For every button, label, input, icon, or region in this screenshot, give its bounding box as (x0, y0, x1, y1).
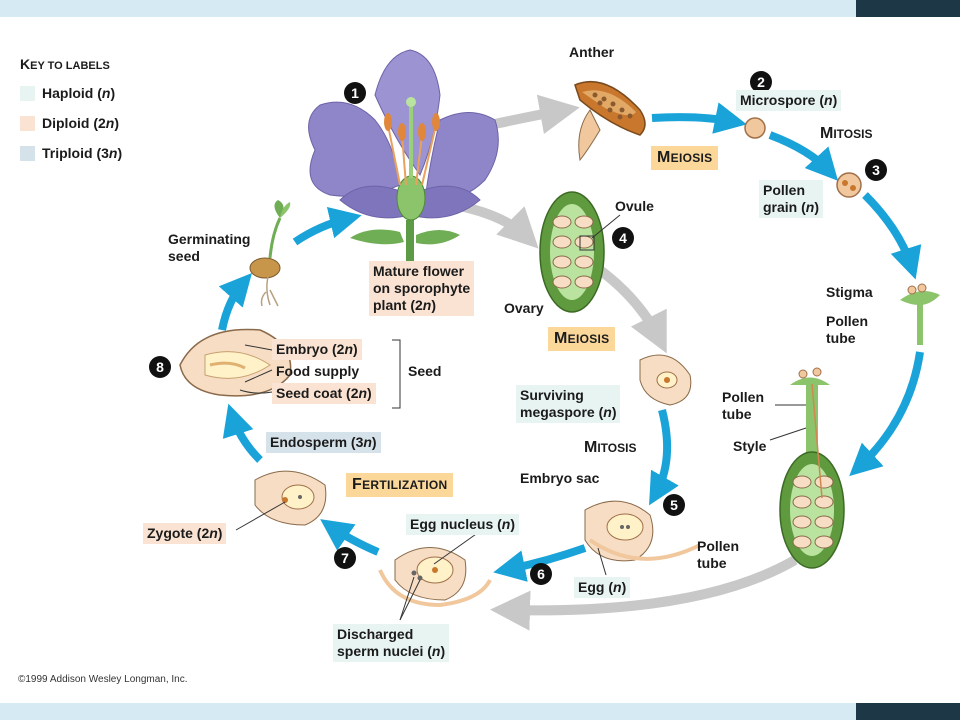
anther-to-microspore-arrow (651, 102, 747, 134)
seed-drawing (179, 328, 292, 397)
mitosis-stage-label-mid: MITOSIS (584, 439, 637, 456)
microspore-drawing (744, 117, 766, 139)
ovule-to-megaspore-arrow (596, 266, 667, 354)
stigma-label: Stigma (826, 284, 873, 300)
anther-drawing (574, 80, 646, 162)
flower-drawing (308, 49, 499, 262)
style-label: Style (733, 438, 767, 454)
zygote-label: Zygote (2n) (143, 523, 227, 544)
pollination-return-arrow (490, 555, 798, 631)
copyright-notice: ©1999 Addison Wesley Longman, Inc. (18, 674, 188, 685)
pollen-to-stigma-arrow (862, 192, 922, 280)
step-3-marker: 3 (865, 159, 887, 181)
anther-label: Anther (569, 44, 615, 60)
germinating-seed-drawing (249, 200, 291, 307)
step-1-marker: 1 (344, 82, 366, 104)
triploid-swatch (20, 146, 35, 161)
mitosis-stage-label-top: MITOSIS (820, 125, 873, 142)
step-2-marker: 2 (750, 71, 772, 93)
egg-label: Egg (n) (574, 577, 631, 598)
seed-label: Seed (408, 363, 442, 379)
top-banner (0, 0, 960, 17)
meiosis-stage-label-mid: MEIOSIS (548, 327, 616, 351)
seed-coat-label: Seed coat (2n) (272, 383, 376, 404)
egg-drawing (378, 547, 492, 608)
key-title: KEY TO LABELS (20, 56, 110, 72)
stigma-drawing (900, 283, 940, 345)
bottom-banner (0, 703, 960, 720)
step-7-marker: 7 (334, 547, 356, 569)
embryo-sac-drawing (584, 500, 701, 562)
egg-nucleus-label: Egg nucleus (n) (406, 514, 520, 535)
ovary-label: Ovary (504, 300, 544, 316)
step-5-marker: 5 (663, 494, 685, 516)
microspore-to-pollen-arrow (768, 131, 839, 181)
bottom-banner-accent (856, 703, 960, 720)
meiosis-stage-label-top: MEIOSIS (651, 146, 719, 170)
embryo-label: Embryo (2n) (272, 339, 362, 360)
top-banner-accent (856, 0, 960, 17)
diploid-swatch (20, 116, 35, 131)
megaspore-to-embryosac-arrow (649, 408, 679, 506)
food-supply-label: Food supply (276, 363, 360, 379)
ovary-drawing (539, 191, 605, 313)
fertilization-stage-label: FERTILIZATION (346, 473, 454, 497)
pollen-grain-drawing (836, 172, 862, 198)
stigma-to-ovary-arrow (849, 351, 924, 477)
embryo-sac-label: Embryo sac (520, 470, 600, 486)
zygote-to-seed-arrow (222, 403, 263, 463)
step-6-marker: 6 (530, 563, 552, 585)
endosperm-label: Endosperm (3n) (266, 432, 381, 453)
seed-to-germinating-arrow (218, 273, 252, 331)
haploid-swatch (20, 86, 35, 101)
ovule-label: Ovule (615, 198, 654, 214)
step-4-marker: 4 (612, 227, 634, 249)
zygote-drawing (254, 470, 327, 526)
microspore-label: Microspore (n) (736, 90, 842, 111)
fertilization-arrow (320, 519, 380, 556)
step-8-marker: 8 (149, 356, 171, 378)
germinating-to-flower-arrow (292, 206, 362, 246)
megaspore-drawing (639, 354, 692, 406)
ovary-with-pollen-tube-drawing (779, 367, 845, 569)
embryosac-to-egg-arrow (493, 544, 587, 582)
